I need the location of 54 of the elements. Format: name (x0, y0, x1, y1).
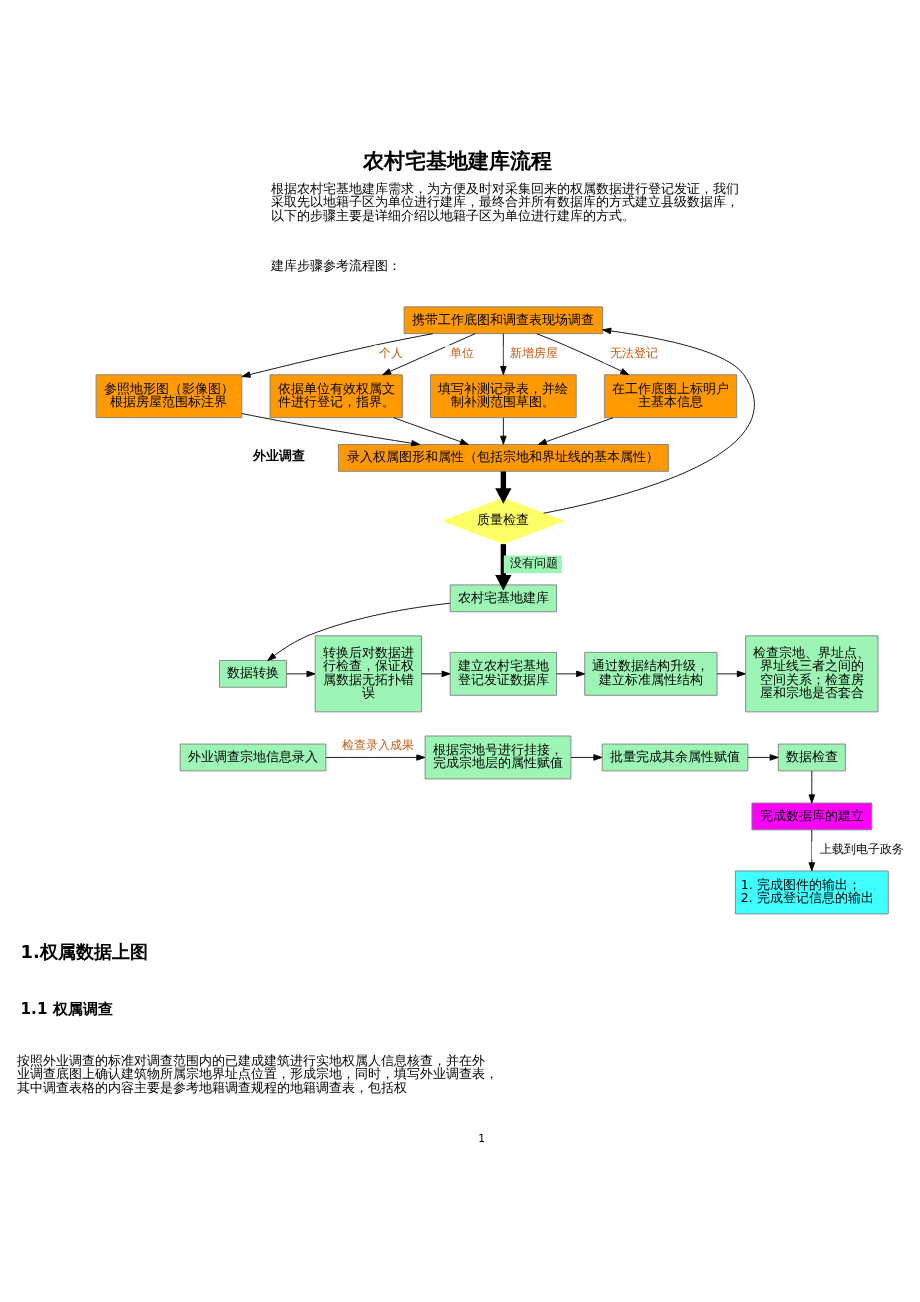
node-box: 数据检查 (777, 743, 846, 771)
node-box: 检查宗地、界址点、界址线三者之间的空间关系；检查房屋和宗地是否套合 (745, 634, 879, 712)
arrow (421, 670, 451, 677)
edge-label: 个人 (379, 345, 404, 360)
node-box: 转换后对数据进行检查，保证权属数据无拓扑错误 (314, 634, 422, 712)
arrow (808, 829, 816, 871)
edge-label: 无法登记 (609, 345, 658, 360)
label: 1.1 权属调查 (20, 999, 113, 1018)
arrow (537, 416, 614, 445)
label: 按照外业调查的标准对调查范围内的已建成建筑进行实地权属人信息核查，并在外业调查底图上确认建筑物所属宗地界址点位置，形成宗地，同时，填写外业调查表，其中调查表格的内容主要是参考地籍调查规程的地籍调查表，包括权 (16, 1052, 498, 1095)
node-box: 在工作底图上标明户主基本信息 (603, 373, 738, 418)
node-box: 建立农村宅基地登记发证数据库 (449, 651, 557, 696)
node-box: 批量完成其余属性赋值 (601, 743, 749, 771)
node-box: 依据单位有效权属文件进行登记，指界。 (269, 373, 403, 418)
arrow (286, 670, 316, 677)
diagram-title: 农村宅基地建库流程 (362, 147, 552, 173)
arrow (500, 332, 507, 375)
label: 根据农村宅基地建库需求，为方便及时对采集回来的权属数据进行登记发证，我们采取先以地籍子区为单位进行建库，最终合并所有数据库的方式建立县级数据库，以下的步骤主要是详细介绍以地籍子区为单位进行建库的方式。 (270, 180, 739, 223)
node-box: 录入权属图形和属性（包括宗地和界址线的基本属性） (337, 443, 669, 472)
arrow (716, 670, 746, 677)
node-box: 携带工作底图和调查表现场调查 (403, 305, 604, 334)
edge-label: 新增房屋 (509, 345, 558, 360)
arrow (570, 753, 603, 761)
arrow (241, 332, 434, 378)
node-box: 1. 完成图件的输出； 2. 完成登记信息的输出 (734, 870, 889, 914)
arrow (241, 412, 421, 446)
arrow (267, 602, 451, 661)
node-diamond: 质量检查 (442, 497, 565, 544)
arrow (495, 543, 512, 590)
arrow (808, 770, 816, 803)
node-box: 参照地形图（影像图）根据房屋范围标注界 (95, 373, 243, 418)
node-box: 根据宗地号进行挂接，完成宗地层的属性赋值 (424, 735, 572, 779)
arrow (747, 753, 779, 761)
arrow (325, 753, 426, 761)
arrow (536, 332, 630, 375)
edge-label: 检查录入成果 (341, 737, 414, 752)
node-box: 外业调查宗地信息录入 (179, 743, 327, 771)
label: 1.权属数据上图 (20, 940, 148, 962)
node-box: 填写补测记录表，并绘制补测范围草图。 (430, 373, 577, 418)
edge-label: 单位 (449, 345, 474, 360)
edge-label: 上载到电子政务 (819, 841, 904, 856)
label: 外业调查 (253, 447, 306, 463)
node-box: 通过数据结构升级，建立标准属性结构 (584, 651, 718, 696)
arrow (500, 416, 507, 445)
arrow (556, 670, 586, 677)
arrow (543, 327, 755, 514)
node-box: 完成数据库的建立 (751, 802, 873, 830)
arrow (495, 471, 512, 504)
label: 1 (478, 1131, 486, 1145)
arrow (393, 416, 469, 445)
node-box: 农村宅基地建库 (449, 583, 557, 612)
node-box: 数据转换 (219, 659, 287, 688)
edge-label: 没有问题 (509, 555, 558, 570)
label: 建库步骤参考流程图： (270, 257, 401, 273)
